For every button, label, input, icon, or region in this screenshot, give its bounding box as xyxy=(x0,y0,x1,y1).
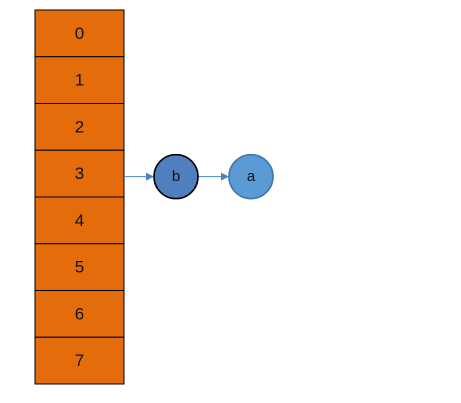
chain-node-b: b xyxy=(153,153,199,200)
bucket-index-label: 0 xyxy=(75,24,84,43)
bucket-cell xyxy=(34,9,125,58)
bucket-index-label: 1 xyxy=(75,71,84,90)
bucket-cell xyxy=(34,103,125,151)
bucket-cell xyxy=(34,336,125,385)
node-label: b xyxy=(172,168,180,185)
bucket-slot-7: 7 xyxy=(34,336,125,385)
bucket-slot-0: 0 xyxy=(34,9,125,58)
bucket-index-label: 5 xyxy=(75,258,84,277)
bucket-slot-5: 5 xyxy=(34,243,125,291)
node-circle xyxy=(153,153,199,200)
bucket-slot-1: 1 xyxy=(34,56,125,104)
node-label: a xyxy=(247,168,256,185)
bucket-slot-6: 6 xyxy=(34,290,125,338)
bucket-index-label: 4 xyxy=(75,211,84,230)
bucket-array: 0 1 2 3 4 5 6 7 xyxy=(34,9,125,385)
bucket-slot-2: 2 xyxy=(34,103,125,151)
bucket-index-label: 3 xyxy=(75,164,84,183)
bucket-index-label: 2 xyxy=(75,117,84,136)
bucket-slot-4: 4 xyxy=(34,196,125,245)
chain-node-a: a xyxy=(228,153,274,200)
bucket-cell xyxy=(34,149,125,198)
bucket-index-label: 7 xyxy=(75,351,84,370)
bucket-cell xyxy=(34,243,125,291)
bucket-cell xyxy=(34,56,125,104)
bucket-slot-3: 3 xyxy=(34,149,125,198)
bucket-index-label: 6 xyxy=(75,304,84,323)
node-circle xyxy=(228,153,274,200)
